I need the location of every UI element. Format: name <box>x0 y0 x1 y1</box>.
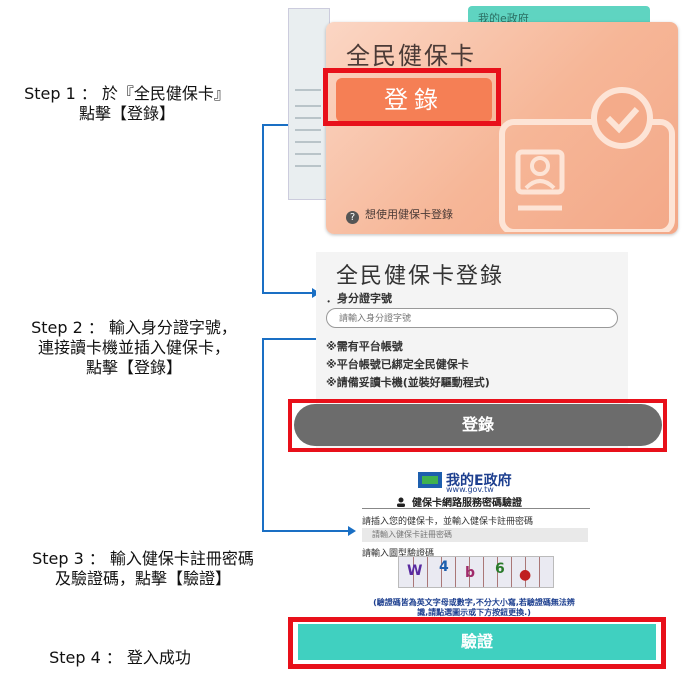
form-login-button[interactable]: 登錄 <box>294 404 662 446</box>
highlight-box-step1 <box>323 68 501 126</box>
step-2-line2: 連接讀卡機並插入健保卡， <box>37 338 230 357</box>
captcha-warning: (驗證碼皆為英文字母或數字,不分大小寫,若驗證碼無法辨識,請點選圖示或下方按鈕更… <box>373 598 575 617</box>
login-panel-title: 全民健保卡登錄 <box>336 264 505 289</box>
captcha-image[interactable]: W 4 b 6 ● <box>398 556 554 588</box>
step-2-line1: Step 2 ： 輸入身分證字號， <box>31 318 237 337</box>
id-number-label: ．身分證字號 <box>326 292 392 305</box>
step-2-line3: 點擊【登錄】 <box>85 358 182 377</box>
heading-divider <box>362 508 590 509</box>
highlight-box-step2 <box>288 399 667 452</box>
health-card-title: 全民健保卡 <box>346 42 476 70</box>
verify-button[interactable]: 驗證 <box>298 624 656 660</box>
highlight-box-step3 <box>288 617 666 669</box>
health-card-help[interactable]: ? 想使用健保卡登錄 <box>346 206 453 224</box>
step-4-label: Step 4 ： 登入成功 <box>10 648 230 668</box>
card-login-button[interactable]: 登錄 <box>336 78 492 122</box>
step-1-label: Step 1 ： 於『全民健保卡』 點擊【登錄】 <box>4 84 250 124</box>
pin-input[interactable]: 請輸入健保卡註冊密碼 <box>362 528 588 542</box>
pin-label: 請插入您的健保卡，並輸入健保卡註冊密碼 <box>362 517 534 527</box>
note-reader: ※請備妥讀卡機(並裝好驅動程式) <box>326 376 490 389</box>
question-icon: ? <box>346 211 359 224</box>
egov-url: www.gov.tw <box>446 485 494 494</box>
egov-brand: 我的E政府 <box>446 473 512 489</box>
id-card-icon <box>499 87 675 232</box>
egov-background-label: 我的e政府 <box>478 12 529 25</box>
note-bound: ※平台帳號已綁定全民健保卡 <box>326 358 469 371</box>
step-1-line2: 點擊【登錄】 <box>78 104 175 123</box>
step-3-label: Step 3 ： 輸入健保卡註冊密碼 及驗證碼，點擊【驗證】 <box>10 549 276 589</box>
step-2-label: Step 2 ： 輸入身分證字號， 連接讀卡機並插入健保卡， 點擊【登錄】 <box>6 318 262 378</box>
health-card-tile[interactable]: 全民健保卡 登錄 ? 想使用健保卡登錄 <box>326 22 678 234</box>
id-number-input[interactable]: 請輸入身分證字號 <box>326 308 618 328</box>
pin-verify-heading: 健保卡網路服務密碼驗證 <box>396 494 522 509</box>
user-icon <box>397 497 405 507</box>
egov-logo-icon <box>418 472 442 488</box>
captcha-label: 請輸入圖型驗證碼 <box>362 549 435 559</box>
step-1-line1: Step 1 ： 於『全民健保卡』 <box>24 84 230 103</box>
pin-verify-heading-text: 健保卡網路服務密碼驗證 <box>412 498 522 509</box>
step-3-line2: 及驗證碼，點擊【驗證】 <box>54 569 231 588</box>
note-account: ※需有平台帳號 <box>326 340 403 353</box>
help-text: 想使用健保卡登錄 <box>365 208 453 221</box>
step-4-line1: Step 4 ： 登入成功 <box>49 648 191 667</box>
step-3-line1: Step 3 ： 輸入健保卡註冊密碼 <box>32 549 254 568</box>
